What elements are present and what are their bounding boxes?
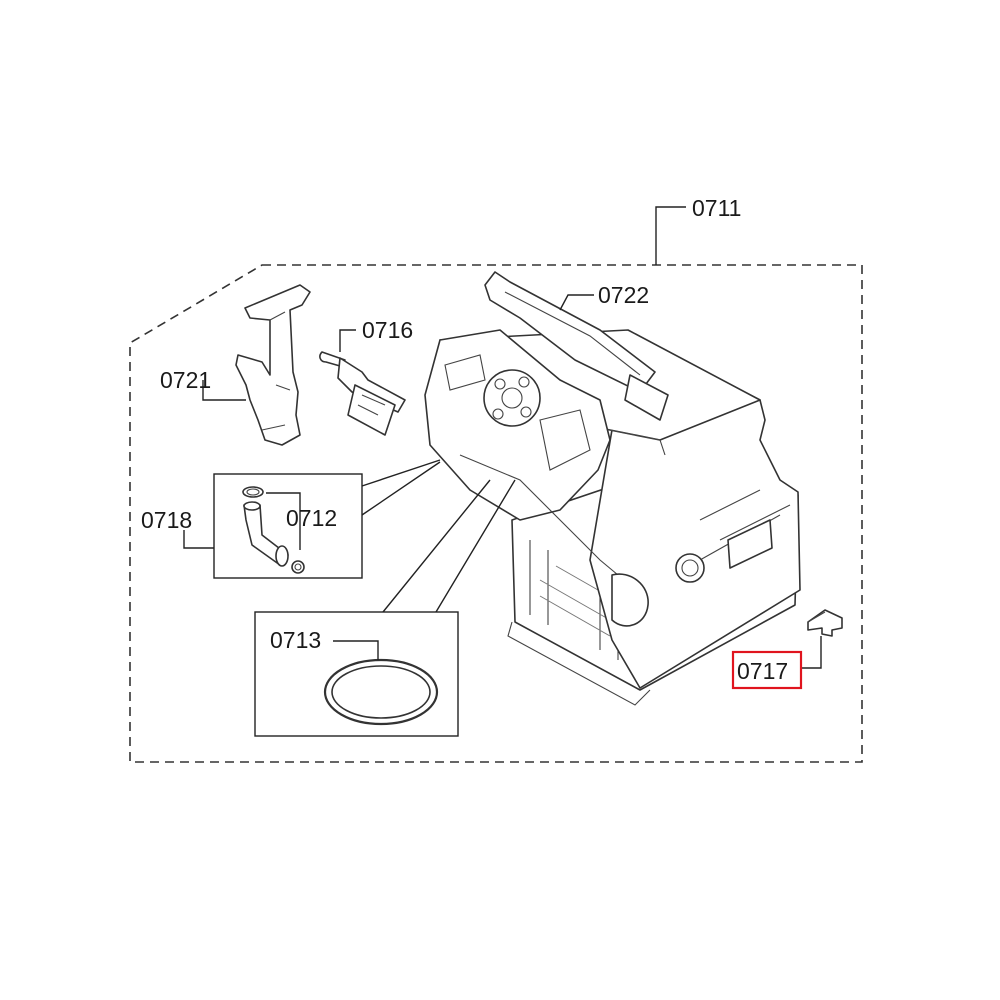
label-0722[interactable]: 0722 (598, 282, 649, 308)
label-0717[interactable]: 0717 (737, 658, 788, 684)
leader-0717 (800, 636, 822, 669)
leader-0711 (655, 206, 686, 265)
highlight-box-0717 (731, 650, 803, 690)
label-0713[interactable]: 0713 (270, 627, 321, 653)
part-0712-tube (242, 486, 305, 574)
callout-box-0713 (254, 611, 459, 737)
callout-0718-pointer (361, 459, 441, 516)
leader-0716 (339, 329, 356, 352)
label-0721[interactable]: 0721 (160, 367, 211, 393)
label-0711[interactable]: 0711 (692, 195, 741, 221)
main-housing (424, 329, 801, 706)
label-0716[interactable]: 0716 (362, 317, 413, 343)
leader-0722 (559, 294, 594, 311)
part-0721 (235, 284, 311, 446)
leader-0712 (266, 492, 301, 550)
leader-0713 (333, 640, 379, 660)
callout-0713-pointer (382, 479, 516, 613)
label-0718[interactable]: 0718 (141, 507, 192, 533)
leader-0721 (202, 380, 246, 401)
callout-box-0718 (213, 473, 363, 579)
part-0716 (319, 351, 406, 436)
part-0717 (807, 609, 843, 637)
label-0712[interactable]: 0712 (286, 505, 337, 531)
part-0713-gasket (323, 658, 439, 726)
assembly-boundary (129, 264, 863, 763)
part-0722 (484, 271, 669, 421)
leader-0718 (183, 530, 214, 549)
